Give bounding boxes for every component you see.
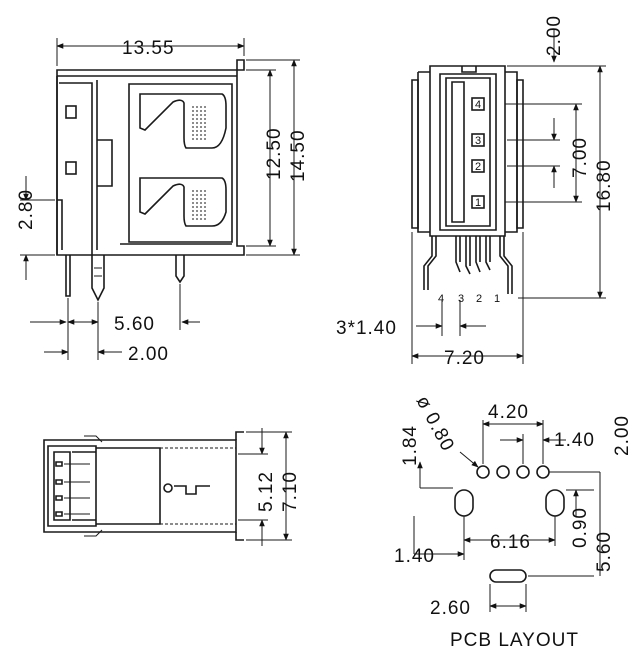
front-pin-left (65, 255, 71, 297)
pin-box-3 (471, 133, 485, 147)
dim-2-80: 2.80 (16, 189, 37, 230)
pcb-layout: ø 0.80 4.20 1.40 2.00 1.84 6.16 0.90 5.6… (394, 392, 633, 651)
pin-box-4 (471, 97, 485, 111)
pin-num-4: 4 (438, 293, 444, 305)
front-square-hole-top (65, 105, 77, 119)
side-view: 4 3 2 1 4 3 2 1 2.00 7.00 16.8 (336, 15, 615, 369)
dim-12-50: 12.50 (264, 127, 285, 180)
pin-box-2 (471, 159, 485, 173)
pcb-hole-1 (536, 465, 550, 479)
bottom-view: 5.12 7.10 (43, 428, 301, 546)
dim-7-10: 7.10 (280, 471, 301, 512)
pin-num-2: 2 (476, 293, 482, 305)
dim-16-80: 16.80 (594, 159, 615, 212)
dim-2-60: 2.60 (430, 598, 471, 619)
dim-1-40-bottom: 1.40 (394, 546, 435, 567)
pin-box-3-label: 3 (475, 135, 481, 147)
pcb-tab-right (545, 489, 565, 517)
pin-box-1 (471, 195, 485, 209)
dim-1-84: 1.84 (400, 425, 421, 466)
side-pins (455, 236, 491, 275)
dim-14-50: 14.50 (288, 129, 309, 182)
front-square-hole-bottom (65, 161, 77, 175)
side-body (429, 65, 506, 237)
front-housing (56, 59, 245, 256)
pin-box-4-label: 4 (475, 99, 481, 111)
dim-2-00-side: 2.00 (544, 15, 565, 56)
bottom-peg (163, 483, 173, 493)
pcb-hole-3 (496, 465, 510, 479)
pcb-layout-title: PCB LAYOUT (450, 630, 579, 651)
pin-box-1-label: 1 (475, 197, 481, 209)
dim-5-12: 5.12 (256, 471, 277, 512)
pin-box-2-label: 2 (475, 161, 481, 173)
front-view: 13.55 12.50 14.50 2.80 5.60 2.00 (16, 38, 309, 365)
bottom-trace (174, 485, 210, 495)
dim-2-00-pcb: 2.00 (612, 415, 633, 456)
dim-0-90: 0.90 (570, 507, 591, 548)
dim-6-16: 6.16 (490, 532, 531, 553)
front-spring-bottom (139, 177, 227, 227)
side-tongue (451, 81, 465, 223)
dim-7-20: 7.20 (444, 348, 485, 369)
dim-1-40-top: 1.40 (554, 430, 595, 451)
side-leg-right (503, 236, 513, 294)
front-pin-center (91, 255, 105, 302)
pcb-hole-2 (516, 465, 530, 479)
pcb-hole-4 (476, 465, 490, 479)
dim-2-00-front: 2.00 (128, 344, 169, 365)
front-spring-top (139, 93, 227, 149)
dim-7-00: 7.00 (570, 137, 591, 178)
dim-4-20: 4.20 (488, 402, 529, 423)
dim-5-60-pcb: 5.60 (594, 531, 615, 572)
pcb-tab-left (454, 489, 474, 517)
front-pin-right (175, 255, 185, 284)
pin-num-3: 3 (458, 293, 464, 305)
dim-13-55: 13.55 (122, 38, 175, 59)
pcb-slot (489, 569, 527, 583)
pin-num-1: 1 (494, 293, 500, 305)
side-leg-left (423, 236, 433, 290)
dim-5-60: 5.60 (114, 314, 155, 335)
dim-3x1-40: 3*1.40 (336, 318, 397, 339)
